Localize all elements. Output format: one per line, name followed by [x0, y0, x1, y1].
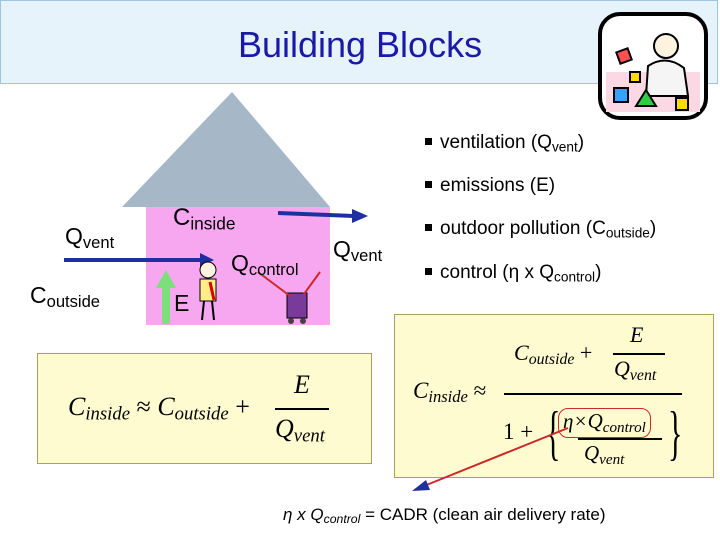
full-formula-one-plus: 1 +: [503, 419, 534, 444]
cadr-pointer-arrow: [412, 427, 569, 491]
full-formula-e: E: [630, 322, 644, 347]
bullet-control: control (η x Qcontrol): [425, 262, 601, 284]
full-formula-main-bar: [504, 393, 682, 395]
bullet-ventilation: ventilation (Qvent): [425, 132, 584, 154]
simple-formula-fraction-bar: [275, 408, 329, 410]
right-brace: }: [668, 400, 683, 466]
c-outside-label: Coutside: [30, 282, 100, 312]
c-inside-label: Cinside: [173, 204, 236, 234]
e-label: E: [174, 290, 190, 316]
full-formula-outside-term: Coutside +: [514, 340, 593, 368]
full-formula-lower-bar: [578, 438, 662, 440]
exhaust-arrow: [277, 211, 355, 218]
page-title: Building Blocks: [237, 24, 483, 65]
air-purifier-icon: [257, 271, 321, 324]
house-roof: [122, 92, 330, 207]
bullet-emissions: emissions (E): [425, 175, 555, 197]
baby-with-blocks-icon: [598, 12, 708, 120]
full-formula-lhs: Cinside ≈: [413, 378, 487, 407]
full-formula-inner-bar: [613, 353, 665, 355]
emission-arrow: [162, 286, 170, 324]
full-formula-box: [394, 314, 714, 478]
simple-formula-lhs: Cinside ≈ Coutside +: [68, 392, 250, 425]
house-diagram: [64, 92, 368, 325]
bullet-outdoor-pollution: outdoor pollution (Coutside): [425, 218, 656, 240]
q-vent-outlet-label: Qvent: [333, 236, 383, 266]
q-vent-inlet-label: Qvent: [65, 223, 115, 253]
simple-formula-denominator: Qvent: [275, 414, 325, 447]
cadr-footnote: η x Qcontrol = CADR (clean air delivery …: [283, 505, 606, 527]
simple-formula-numerator: E: [294, 370, 310, 399]
person-icon: [199, 261, 217, 321]
full-formula-q-vent-top: Qvent: [614, 356, 657, 384]
full-formula-q-vent-bottom: Qvent: [584, 441, 625, 468]
q-control-label: Qcontrol: [231, 250, 299, 280]
